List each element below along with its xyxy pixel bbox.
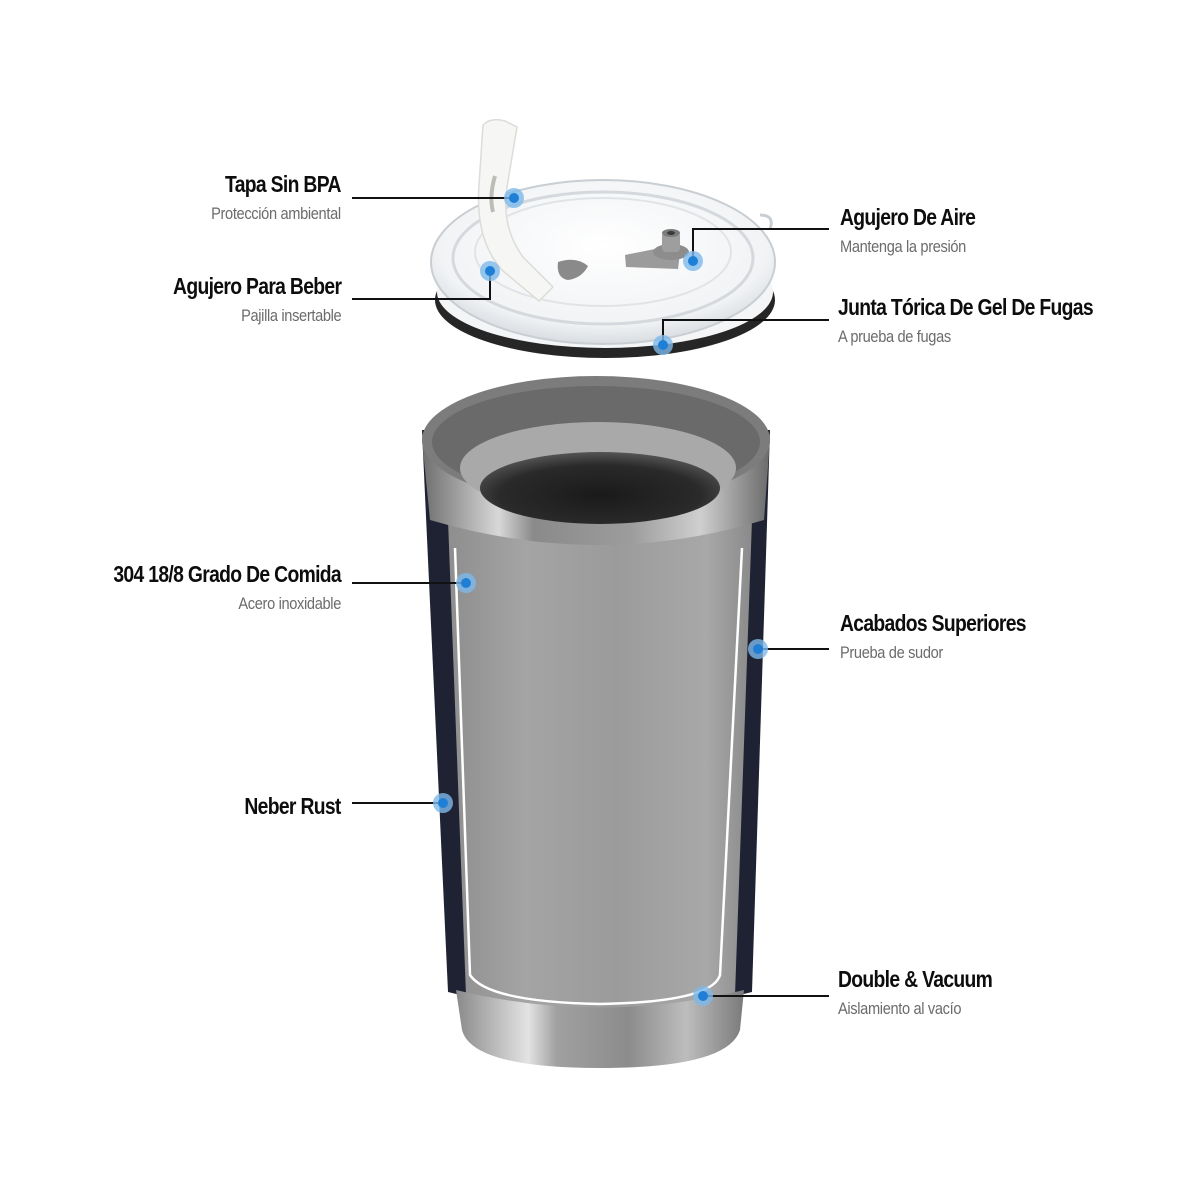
callout-subtitle: Acero inoxidable — [238, 594, 341, 613]
markers — [433, 188, 768, 1006]
marker-agujero-aire — [683, 251, 703, 271]
marker-acabados — [748, 639, 768, 659]
callout-subtitle: Protección ambiental — [211, 204, 341, 223]
marker-junta-torica — [653, 335, 673, 355]
cup-body — [422, 376, 770, 1068]
callout-title: Agujero Para Beber — [172, 273, 342, 299]
callout-subtitle: Mantenga la presión — [840, 237, 966, 256]
callout-title: 304 18/8 Grado De Comida — [113, 561, 341, 587]
marker-grado-comida — [456, 573, 476, 593]
callout-title: Agujero De Aire — [840, 204, 976, 230]
marker-agujero-beber — [480, 261, 500, 281]
callout-acabados: Acabados Superiores Prueba de sudor — [840, 610, 1061, 664]
callout-grado-comida: 304 18/8 Grado De Comida Acero inoxidabl… — [70, 561, 341, 615]
callout-agujero-beber: Agujero Para Beber Pajilla insertable — [141, 273, 342, 327]
callout-title: Acabados Superiores — [840, 610, 1027, 636]
callout-subtitle: Aislamiento al vacío — [838, 999, 962, 1018]
marker-tapa — [504, 188, 524, 208]
callout-subtitle: Pajilla insertable — [240, 306, 342, 325]
callout-subtitle: Prueba de sudor — [840, 643, 943, 662]
callout-title: Neber Rust — [244, 793, 342, 819]
callout-subtitle: A prueba de fugas — [838, 327, 951, 346]
callout-double-vacuum: Double & Vacuum Aislamiento al vacío — [838, 966, 1022, 1020]
callout-title: Tapa Sin BPA — [225, 171, 341, 197]
marker-double-vacuum — [693, 986, 713, 1006]
marker-neber-rust — [433, 793, 453, 813]
lid — [430, 118, 776, 358]
callout-tapa: Tapa Sin BPA Protección ambiental — [190, 171, 341, 225]
callout-junta-torica: Junta Tórica De Gel De Fugas A prueba de… — [838, 294, 1142, 348]
callout-title: Junta Tórica De Gel De Fugas — [838, 294, 1094, 320]
callout-title: Double & Vacuum — [838, 966, 993, 992]
callout-neber-rust: Neber Rust — [226, 793, 342, 819]
callout-agujero-aire: Agujero De Aire Mantenga la presión — [840, 204, 1001, 258]
